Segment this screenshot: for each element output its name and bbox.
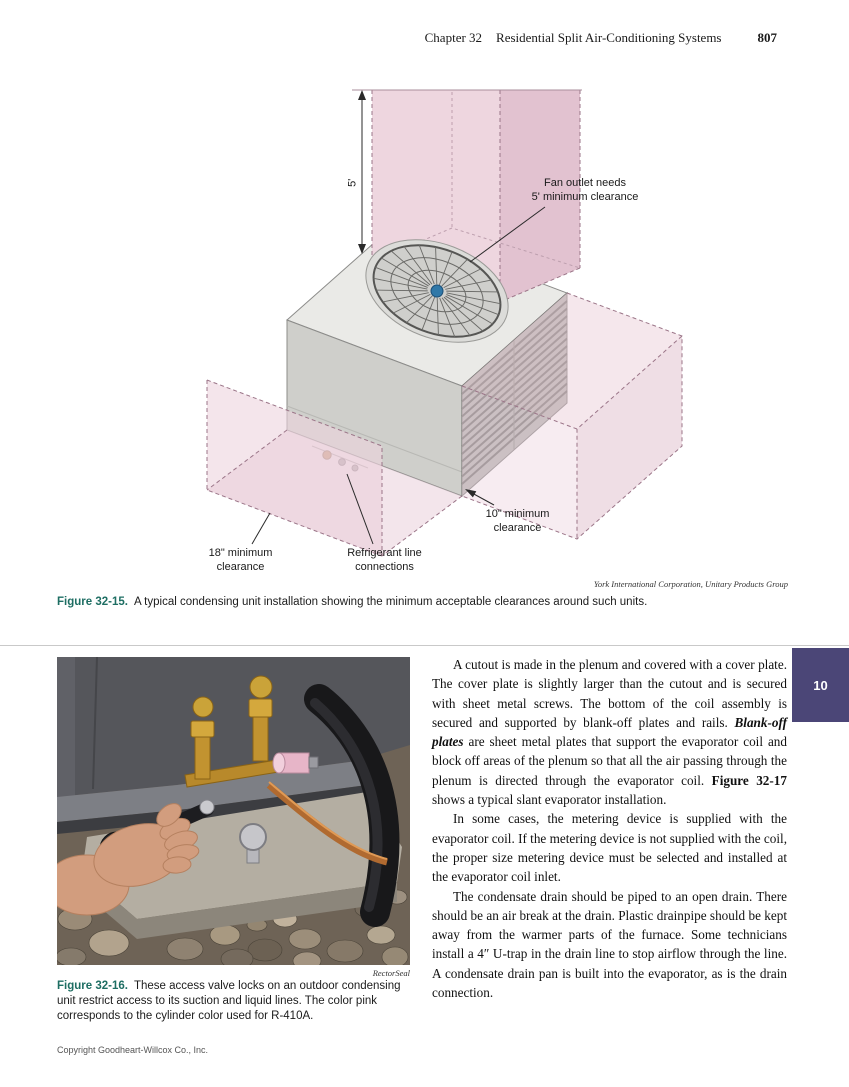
clearance-zone-left xyxy=(206,379,463,557)
chapter-tab-number: 10 xyxy=(813,677,828,693)
body-text: shows a typical slant evaporator install… xyxy=(432,792,667,808)
hand-graphic xyxy=(57,803,200,916)
figure-32-15-diagram xyxy=(206,89,683,557)
refrigerant-connections-label: Refrigerant line connections xyxy=(347,547,422,573)
key-term-blank-off-plates: Blank-off plates xyxy=(432,714,787,750)
dimension-5ft-label: 5' xyxy=(346,178,359,187)
valve-lock-graphic xyxy=(239,823,267,864)
fan-clearance-label: Fan outlet needs 5' minimum clearance xyxy=(531,177,639,203)
figure-32-16-caption-text: These access valve locks on an outdoor c… xyxy=(57,980,401,1022)
figure-32-16-credit: RectorSeal xyxy=(372,968,410,978)
dimension-and-leader-lines xyxy=(251,90,546,545)
clearance-zone-right xyxy=(461,292,683,540)
right-clearance-label: 10" minimum clearance xyxy=(485,508,550,534)
figure-32-15-caption: Figure 32-15. A typical condensing unit i… xyxy=(57,595,797,610)
copyright-line: Copyright Goodheart-Willcox Co., Inc. xyxy=(57,1045,209,1055)
section-divider xyxy=(0,645,849,646)
page-number: 807 xyxy=(757,30,778,45)
figure-32-15-caption-label: Figure 32-15. xyxy=(57,596,128,608)
left-clearance-label: 18" minimum clearance xyxy=(208,547,273,573)
figure-32-16-photo xyxy=(57,657,410,965)
body-text: A cutout is made in the plenum and cover… xyxy=(432,657,787,730)
copper-tube-highlight xyxy=(268,781,388,860)
insulated-pipe-graphic xyxy=(304,684,400,927)
figure-32-15-credit: York International Corporation, Unitary … xyxy=(593,579,788,589)
r410a-pink-cap-graphic xyxy=(272,752,319,774)
body-text-column: A cutout is made in the plenum and cover… xyxy=(432,655,787,1002)
fan-grille-graphic xyxy=(365,239,509,343)
copper-tube-graphic xyxy=(266,782,388,866)
figure-32-16-caption-label: Figure 32-16. xyxy=(57,980,128,992)
body-paragraph-3: The condensate drain should be piped to … xyxy=(432,888,787,1001)
body-paragraph-1: A cutout is made in the plenum and cover… xyxy=(432,655,787,809)
body-text: are sheet metal plates that support the … xyxy=(432,734,787,788)
chapter-title: Residential Split Air-Conditioning Syste… xyxy=(496,30,722,45)
chapter-tab: 10 xyxy=(792,648,849,722)
body-paragraph-2: In some cases, the metering device is su… xyxy=(432,811,787,885)
figure-32-17-reference: Figure 32-17 xyxy=(711,772,787,788)
figure-32-16-caption: Figure 32-16.These access valve locks on… xyxy=(57,979,413,1023)
figure-32-15-caption-text: A typical condensing unit installation s… xyxy=(133,596,648,608)
access-valve-assembly-graphic xyxy=(184,675,298,788)
running-head: Chapter 32 Residential Split Air-Conditi… xyxy=(425,30,777,46)
chapter-number: Chapter 32 xyxy=(424,30,483,45)
